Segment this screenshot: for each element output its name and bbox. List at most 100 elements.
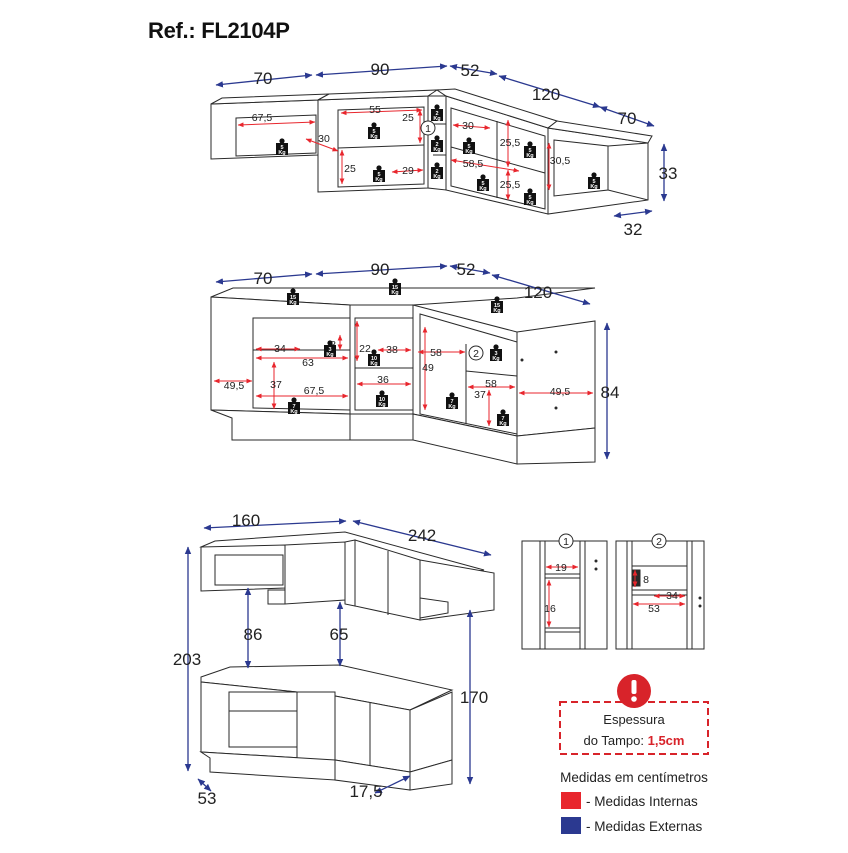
detail-1-marker-circle [558, 533, 574, 549]
detail-2-box [615, 540, 705, 650]
weight-unit: Kg [375, 177, 382, 183]
weight-icon-handle [291, 397, 297, 403]
detail-1-box [521, 540, 608, 650]
weight-icon [524, 193, 536, 205]
upper-width-90-line [315, 63, 448, 78]
upper-int-25-5a-label: 25,5 [500, 137, 521, 149]
upper-int-58-5-label: 58,5 [463, 158, 484, 170]
lower-int-58a-label: 58 [430, 347, 442, 359]
upper-width-120-label: 120 [532, 85, 560, 104]
weight-icon [490, 349, 502, 361]
weight-value: 15 [392, 285, 398, 291]
lower-weight-7: 7Kg [497, 409, 509, 427]
assembly-width-160-label: 160 [232, 511, 260, 530]
upper-weight-3: 5Kg [373, 165, 385, 183]
weight-icon [431, 140, 443, 152]
upper-weight-7: 5Kg [463, 137, 475, 155]
upper-depth-32-line [613, 208, 653, 219]
hole [698, 604, 702, 608]
assembly-plinth [199, 751, 336, 781]
detail-2-marker-number: 2 [656, 536, 662, 548]
internal-dimensions: 67,530552525293025,558,525,530,534863223… [213, 104, 686, 628]
weight-icon [588, 177, 600, 189]
lower-width-90-label: 90 [371, 260, 390, 279]
hole [594, 559, 598, 563]
weight-unit: Kg [493, 308, 500, 314]
weight-icon-handle [466, 137, 472, 143]
weight-unit: Kg [465, 149, 472, 155]
weight-icon [491, 301, 503, 313]
weight-icon [446, 397, 458, 409]
weight-unit: Kg [526, 200, 533, 206]
countertop-warning: Espessura do Tampo: 1,5cm [559, 674, 709, 755]
assembly-door [296, 691, 336, 761]
lower-int-37b-label: 37 [474, 389, 486, 401]
weight-value: 5 [481, 181, 484, 187]
weight-icon-handle [371, 122, 377, 128]
upper-int-25-5b-label: 25,5 [500, 179, 521, 191]
weight-icon-handle [527, 141, 533, 147]
detail1-int-19-label: 19 [555, 562, 567, 574]
assembly-upper-door [214, 554, 284, 586]
weight-icon [276, 143, 288, 155]
weight-icon-handle [493, 344, 499, 350]
assembly-width-242-line [352, 519, 492, 557]
weight-icon [288, 402, 300, 414]
upper-width-70-right-label: 70 [618, 109, 637, 128]
upper-weight-10: 5Kg [524, 188, 536, 206]
weight-icon-handle [480, 174, 486, 180]
lower-int-58b-label: 58 [485, 378, 497, 390]
callout-2-circle [468, 345, 484, 361]
legend-internal-swatch [561, 792, 581, 809]
weight-icon-handle [371, 349, 377, 355]
detail2-int-34-label: 34 [666, 590, 678, 602]
lower-int-36-label: 36 [377, 374, 389, 386]
lower-weight-3: 3Kg [490, 344, 502, 362]
assembly-corner [344, 539, 356, 607]
plinth [210, 409, 351, 441]
warning-icon-dot [631, 696, 637, 702]
assembly-depth-53-line [197, 778, 212, 792]
upper-cabinet-top [546, 120, 653, 144]
lower-int-34-label: 34 [274, 343, 286, 355]
upper-int-30b-line [452, 123, 491, 130]
assembly-height-203-label: 203 [173, 650, 201, 669]
plinth [516, 427, 596, 465]
assembly-view [199, 531, 495, 791]
weight-unit: Kg [499, 421, 506, 427]
upper-int-67-5-line [237, 119, 316, 128]
assembly-base-corner [334, 695, 411, 773]
weight-limit-icons: 5Kg5Kg5Kg2Kg2Kg2Kg5Kg5Kg5Kg5Kg5Kg15Kg15K… [276, 104, 600, 427]
detail-1-frame [521, 540, 608, 650]
legend-heading: Medidas em centímetros [560, 770, 708, 785]
callout-2-number: 2 [473, 348, 479, 360]
assembly-depth-53-label: 53 [198, 789, 217, 808]
detail1-int-16-label: 16 [544, 603, 556, 615]
legend-external-swatch [561, 817, 581, 834]
lower-int-22-label: 22 [359, 343, 371, 355]
weight-value: 10 [379, 397, 385, 403]
weight-icon-handle [290, 288, 296, 294]
weight-unit: Kg [370, 361, 377, 367]
weight-icon [368, 127, 380, 139]
upper-int-30b-label: 30 [462, 120, 474, 132]
weight-value: 15 [494, 303, 500, 309]
assembly-upper-mid [284, 541, 346, 605]
upper-weight-11: 5Kg [588, 172, 600, 190]
weight-unit: Kg [448, 404, 455, 410]
upper-int-55-line [340, 107, 423, 116]
assembly-upper-bottom [419, 597, 449, 619]
hole [698, 596, 702, 600]
legend: Medidas em centímetros - Medidas Interna… [560, 770, 708, 834]
assembly-drawer-front [228, 691, 298, 748]
plinth [349, 413, 414, 441]
lower-width-70-label: 70 [254, 269, 273, 288]
weight-value: 5 [528, 195, 531, 201]
lower-int-67-5-label: 67,5 [304, 385, 325, 397]
weight-value: 10 [371, 356, 377, 362]
weight-value: 5 [467, 144, 470, 150]
